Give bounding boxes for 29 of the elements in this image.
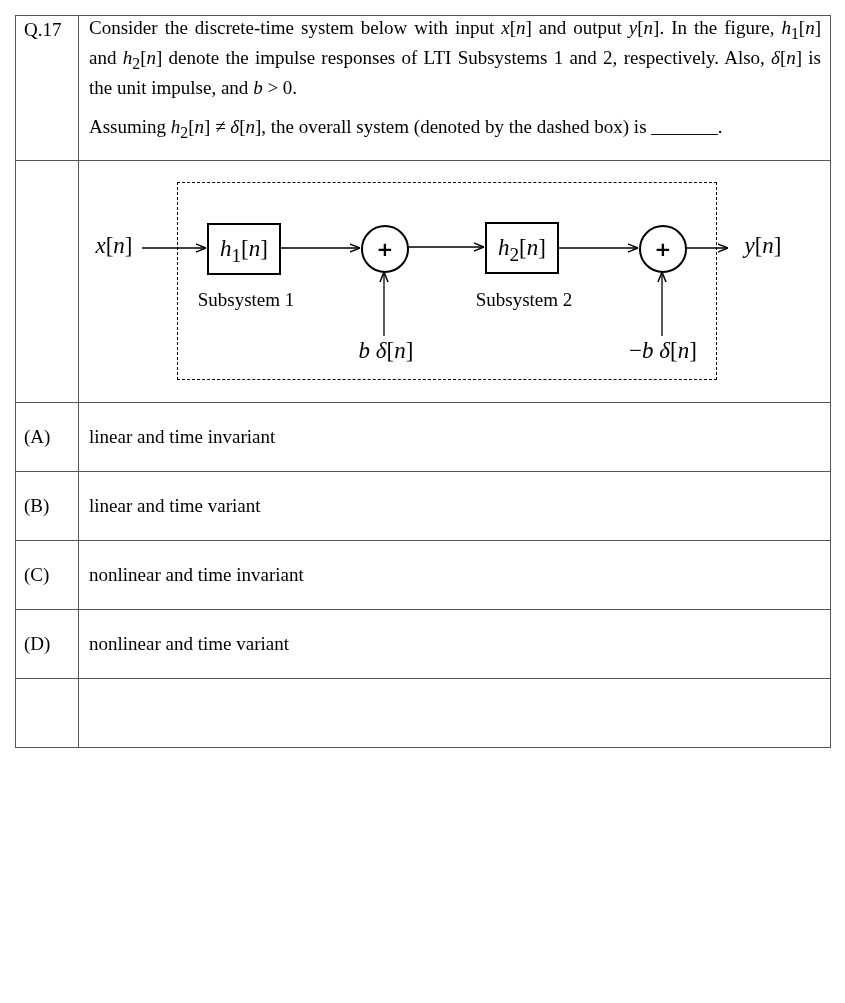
block-box: h$_{2}$[n]: [485, 222, 559, 274]
question-text: Consider the discrete-time system below with input x[n] and output y[n]. In the figure, h$_{1}$[n] and h$_{2}$[n] denote the impulse responses of LTI Subsystems 1 and 2, respectively. Also, δ[n] is the unit impulse, and b > 0.: [89, 16, 821, 100]
signal-label: y[n]: [728, 232, 798, 264]
signal-label: x[n]: [86, 232, 142, 264]
option-text: nonlinear and time invariant: [89, 563, 305, 587]
arrow: [379, 271, 389, 337]
block-caption: Subsystem 2: [474, 289, 574, 311]
arrow: [407, 242, 485, 252]
arrow: [141, 243, 207, 253]
option-text: linear and time invariant: [89, 425, 277, 449]
signal-label: b δ[n]: [341, 337, 431, 369]
arrow: [685, 243, 729, 253]
signal-label: −b δ[n]: [607, 337, 719, 369]
summing-junction: +: [361, 225, 409, 273]
option-letter: (C): [24, 563, 50, 587]
option-letter: (D): [24, 632, 51, 656]
question-number: Q.17: [24, 18, 62, 42]
summing-junction: +: [639, 225, 687, 273]
question-prompt: Assuming h$_{2}$[n] ≠ δ[n], the overall system (denoted by the dashed box) is _______.: [89, 115, 724, 143]
block-caption: Subsystem 1: [196, 289, 296, 311]
arrow: [557, 243, 639, 253]
arrow: [279, 243, 361, 253]
dashed-box: [177, 182, 717, 380]
option-letter: (A): [24, 425, 51, 449]
block-box: h$_{1}$[n]: [207, 223, 281, 275]
option-text: linear and time variant: [89, 494, 262, 518]
arrow: [657, 271, 667, 337]
option-letter: (B): [24, 494, 50, 518]
option-text: nonlinear and time variant: [89, 632, 290, 656]
